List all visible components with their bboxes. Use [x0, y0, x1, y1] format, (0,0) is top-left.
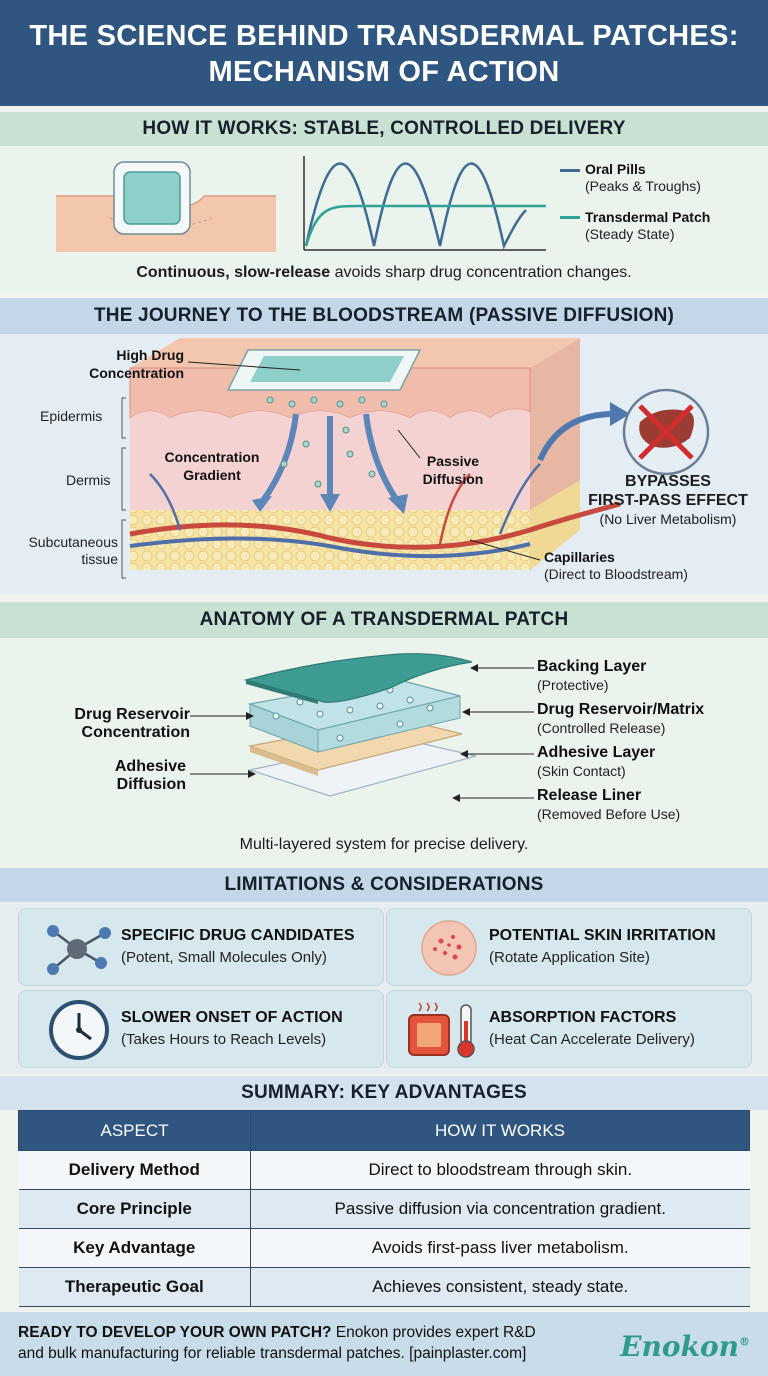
oral-pills-legend-name: Oral Pills — [585, 161, 646, 177]
how-it-works-section: Oral Pills (Peaks & Troughs) Transdermal… — [0, 146, 768, 292]
oral-pills-curve — [304, 162, 527, 250]
how-it-works-cell: Passive diffusion via concentration grad… — [250, 1189, 750, 1229]
drug-reservoir-name: Drug Reservoir/Matrix — [537, 701, 705, 718]
how-it-works-caption: Continuous, slow-release avoids sharp dr… — [136, 264, 632, 281]
how-it-works-cell: Achieves consistent, steady state. — [250, 1267, 750, 1307]
limitation-sub: (Potent, Small Molecules Only) — [121, 949, 327, 966]
limitation-title: ABSORPTION FACTORS — [489, 1009, 677, 1026]
limitation-card-drug-candidates: SPECIFIC DRUG CANDIDATES (Potent, Small … — [18, 908, 384, 986]
oral-pills-legend-swatch — [560, 169, 580, 172]
layer-epidermis-label: Epidermis — [40, 408, 103, 424]
page-title-line1: THE SCIENCE BEHIND TRANSDERMAL PATCHES: — [29, 20, 739, 52]
skin-cross-section-illustration — [121, 338, 710, 579]
footer-cta: READY TO DEVELOP YOUR OWN PATCH? Enokon … — [0, 1312, 768, 1376]
aspect-cell: Core Principle — [18, 1189, 251, 1229]
summary-heading: SUMMARY: KEY ADVANTAGES — [0, 1076, 768, 1110]
patch-legend-note: (Steady State) — [585, 226, 675, 242]
oral-pills-legend-note: (Peaks & Troughs) — [585, 178, 701, 194]
limitation-title: SPECIFIC DRUG CANDIDATES — [121, 927, 355, 944]
cta-heading: READY TO DEVELOP YOUR OWN PATCH? — [18, 1324, 332, 1341]
release-liner-name: Release Liner — [537, 787, 642, 804]
enokon-logo: Enokon® — [620, 1330, 750, 1363]
table-row: Key Advantage Avoids first-pass liver me… — [18, 1228, 750, 1268]
column-header: HOW IT WORKS — [250, 1110, 750, 1151]
limitations-heading: LIMITATIONS & CONSIDERATIONS — [0, 868, 768, 902]
limitation-title: POTENTIAL SKIN IRRITATION — [489, 927, 716, 944]
limitation-sub: (Takes Hours to Reach Levels) — [121, 1031, 327, 1048]
adhesive-layer-note: (Skin Contact) — [537, 763, 626, 779]
how-it-works-cell: Avoids first-pass liver metabolism. — [250, 1228, 750, 1268]
summary-table: ASPECT HOW IT WORKS Delivery Method Dire… — [18, 1110, 750, 1307]
aspect-cell: Delivery Method — [18, 1150, 251, 1190]
page-title-line2: MECHANISM OF ACTION — [208, 56, 560, 88]
patch-legend-name: Transdermal Patch — [585, 209, 711, 225]
table-row: Therapeutic Goal Achieves consistent, st… — [18, 1267, 750, 1307]
limitations-section: SPECIFIC DRUG CANDIDATES (Potent, Small … — [0, 902, 768, 1074]
concentration-chart — [303, 156, 546, 251]
clock-icon — [49, 1000, 109, 1060]
skin-irritation-icon — [421, 920, 477, 976]
layer-dermis-label: Dermis — [66, 472, 111, 488]
patch-layers-illustration — [190, 653, 534, 802]
how-it-works-heading: HOW IT WORKS: STABLE, CONTROLLED DELIVER… — [0, 112, 768, 146]
patch-legend-swatch — [560, 216, 580, 219]
drug-reservoir-note: (Controlled Release) — [537, 720, 666, 736]
backing-layer-name: Backing Layer — [537, 658, 647, 675]
table-row: Core Principle Passive diffusion via con… — [18, 1189, 750, 1229]
transdermal-patch-curve — [304, 204, 546, 247]
table-row: Delivery Method Direct to bloodstream th… — [18, 1150, 750, 1190]
aspect-cell: Key Advantage — [18, 1228, 251, 1268]
liver-crossed-icon — [622, 388, 710, 476]
backing-layer-note: (Protective) — [537, 677, 609, 693]
limitation-card-skin-irritation: POTENTIAL SKIN IRRITATION (Rotate Applic… — [386, 908, 752, 986]
cta-line2: and bulk manufacturing for reliable tran… — [18, 1345, 527, 1362]
bypass-first-pass-label: BYPASSES FIRST-PASS EFFECT (No Liver Met… — [588, 473, 748, 527]
anatomy-heading: ANATOMY OF A TRANSDERMAL PATCH — [0, 602, 768, 638]
journey-heading: THE JOURNEY TO THE BLOODSTREAM (PASSIVE … — [0, 298, 768, 334]
steady-delivery-illustration — [56, 156, 546, 252]
limitation-sub: (Heat Can Accelerate Delivery) — [489, 1031, 695, 1048]
how-it-works-cell: Direct to bloodstream through skin. — [250, 1150, 750, 1190]
column-header: ASPECT — [18, 1110, 251, 1151]
adhesive-layer-name: Adhesive Layer — [537, 744, 656, 761]
title-banner: THE SCIENCE BEHIND TRANSDERMAL PATCHES: … — [0, 0, 768, 106]
limitation-card-absorption: ABSORPTION FACTORS (Heat Can Accelerate … — [386, 990, 752, 1068]
limitation-sub: (Rotate Application Site) — [489, 949, 650, 966]
patch-on-skin-icon — [56, 161, 276, 252]
aspect-cell: Therapeutic Goal — [18, 1267, 251, 1307]
thermometer-icon — [408, 1002, 475, 1058]
anatomy-caption: Multi-layered system for precise deliver… — [239, 836, 529, 853]
molecule-icon — [47, 925, 111, 975]
limitation-card-slower-onset: SLOWER ONSET OF ACTION (Takes Hours to R… — [18, 990, 384, 1068]
summary-header-row: ASPECT HOW IT WORKS — [18, 1110, 750, 1151]
limitation-title: SLOWER ONSET OF ACTION — [121, 1009, 343, 1026]
capillaries-note: (Direct to Bloodstream) — [544, 566, 688, 582]
release-liner-note: (Removed Before Use) — [537, 806, 681, 822]
capillaries-label: Capillaries — [544, 549, 615, 565]
